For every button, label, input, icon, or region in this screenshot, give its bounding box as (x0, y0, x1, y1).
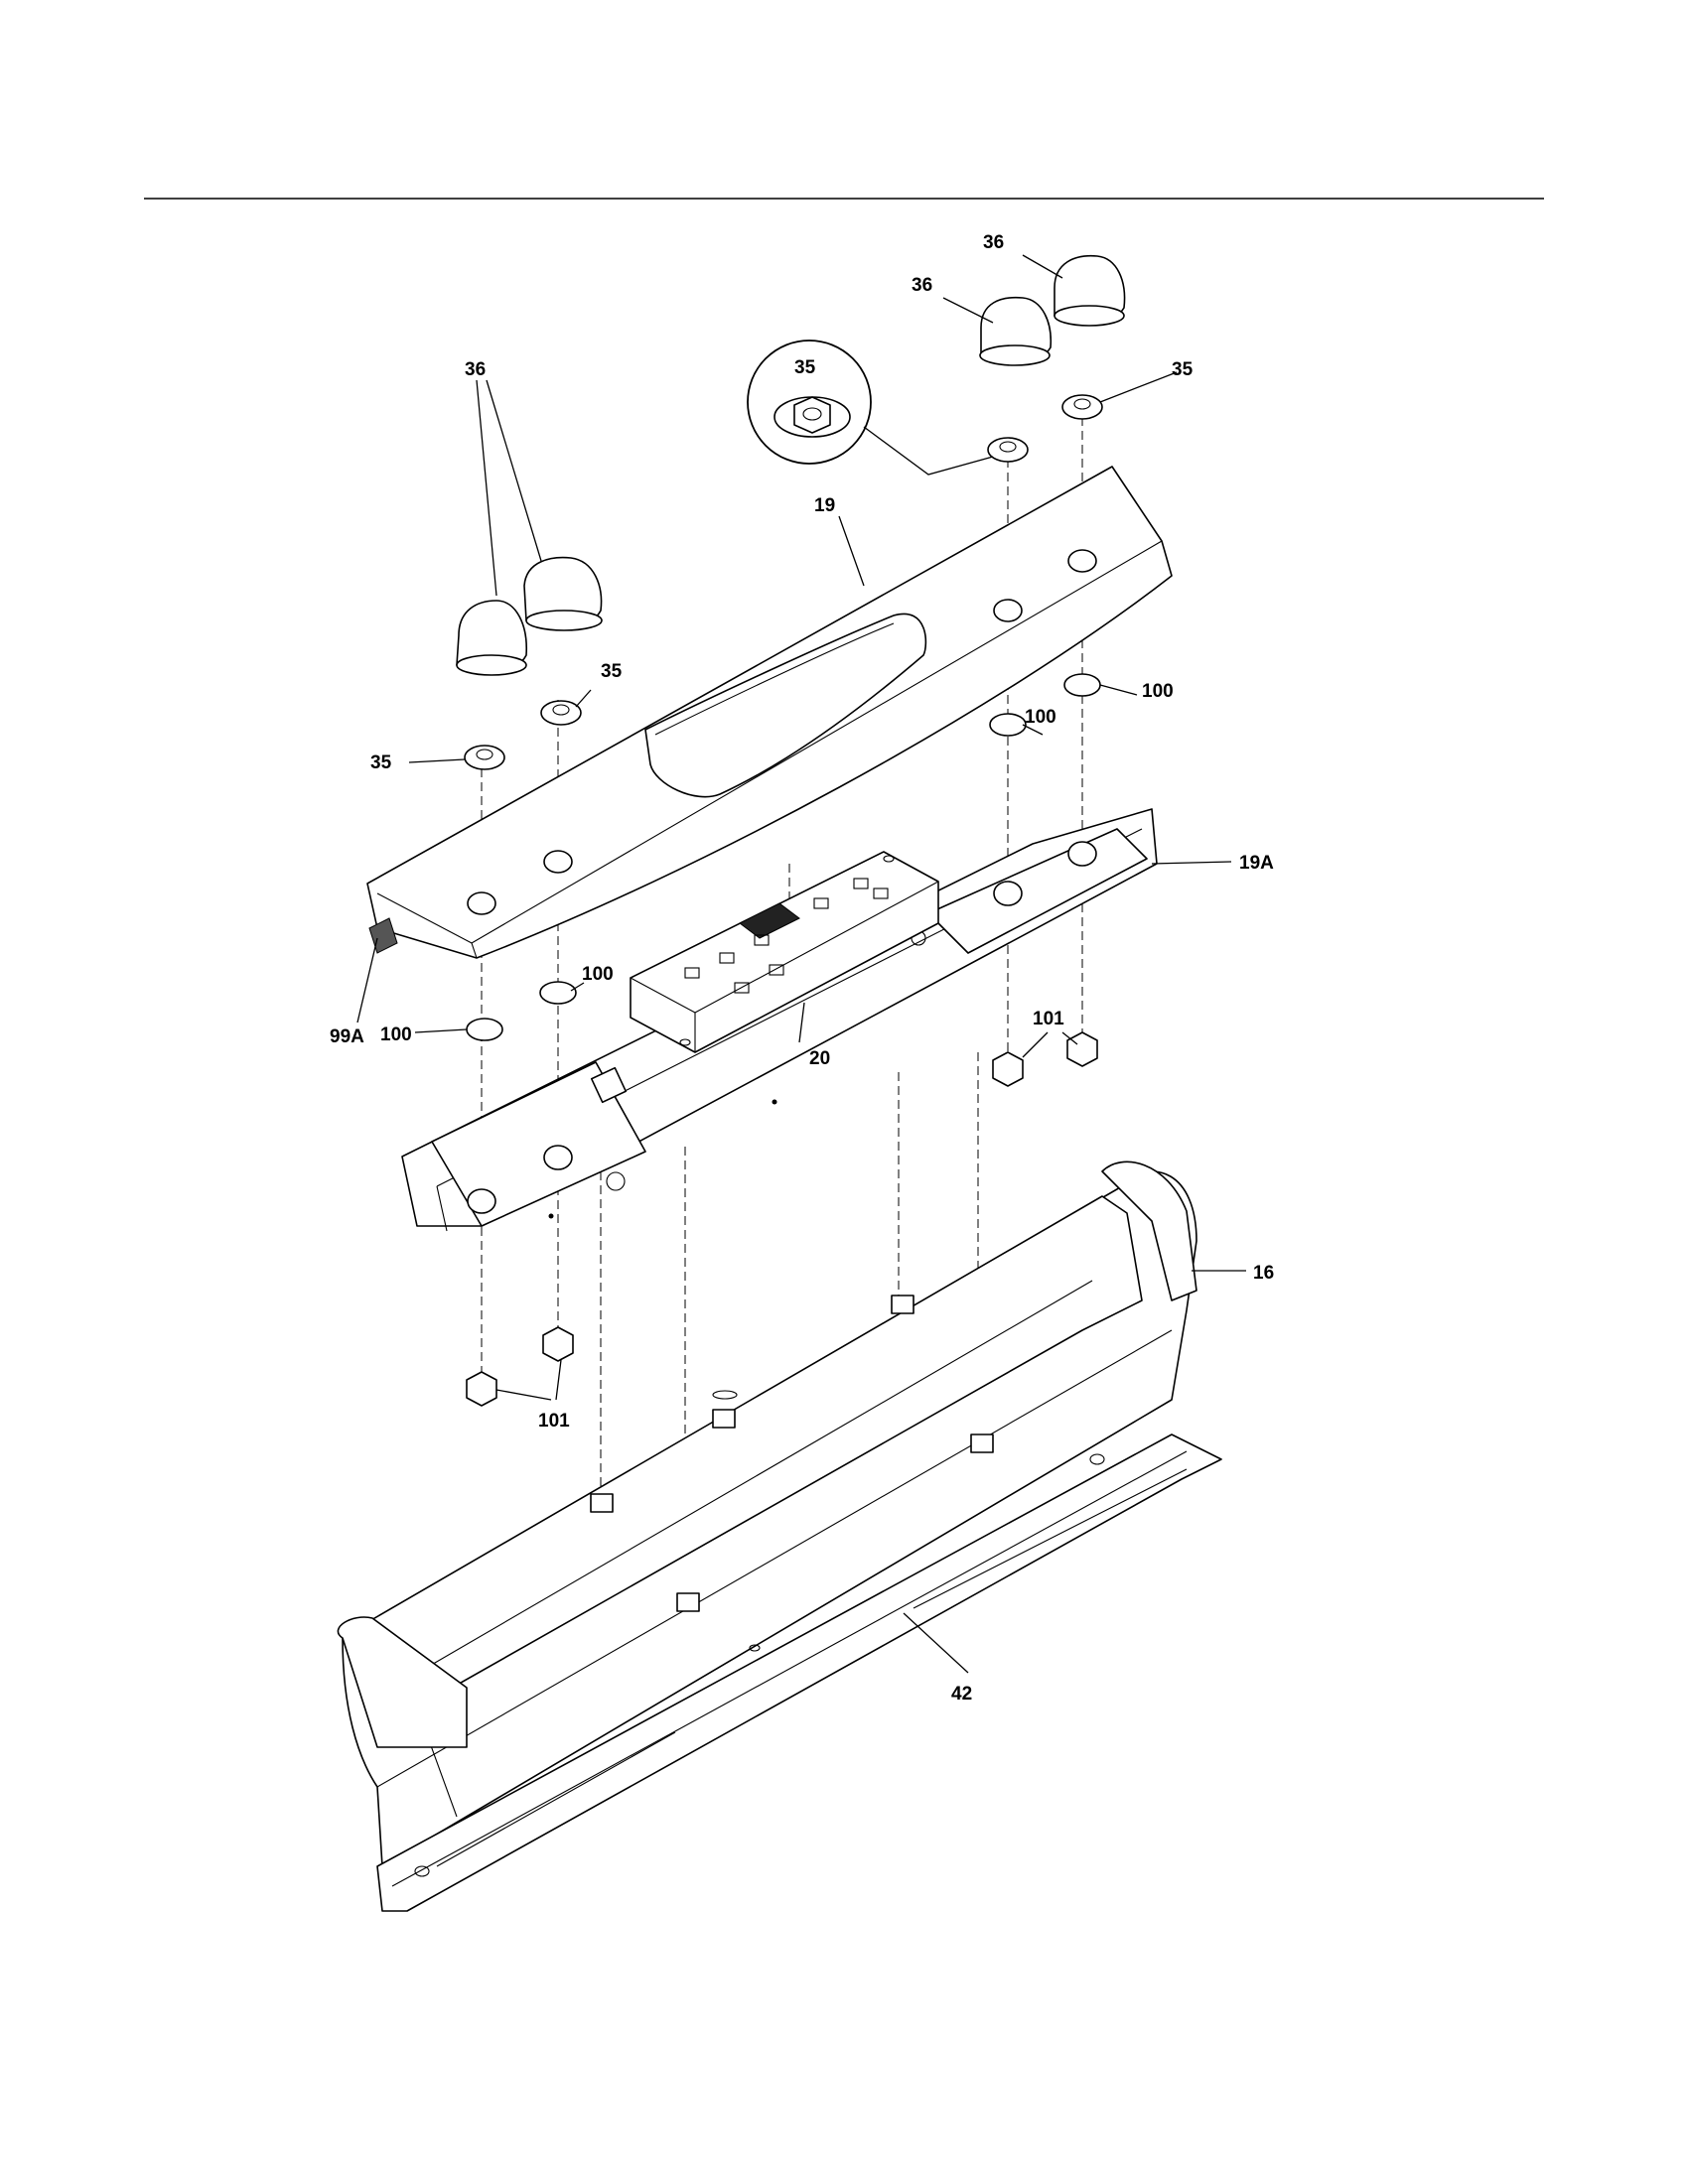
callout-35-left-lower: 35 (370, 752, 392, 773)
knob-left-2 (523, 556, 603, 631)
callout-100-left-lower: 100 (380, 1024, 412, 1045)
callout-36-left: 36 (465, 359, 486, 380)
callout-42: 42 (951, 1684, 972, 1705)
callout-101-left: 101 (538, 1411, 570, 1432)
part-35-nuts (464, 394, 1103, 770)
callouts: 36 36 36 35 35 35 35 19 19A 20 99A 100 1… (330, 232, 1274, 1705)
part-20-electronic-control (630, 851, 939, 1053)
callout-19A: 19A (1239, 853, 1274, 874)
detail-circle-35 (747, 340, 994, 476)
callout-100-right-upper: 100 (1142, 681, 1174, 702)
knob-right-2 (1054, 254, 1126, 327)
callout-35-left-upper: 35 (601, 661, 623, 682)
part-19-backguard (366, 466, 1173, 959)
part-16-console-trim (337, 1160, 1197, 1867)
callout-20: 20 (809, 1048, 830, 1069)
part-19A-panel-mount (401, 808, 1158, 1232)
callout-35-detail: 35 (794, 357, 816, 378)
knob-left-1 (456, 600, 527, 676)
callout-100-left-upper: 100 (582, 964, 614, 985)
callout-100-right-lower: 100 (1025, 707, 1056, 728)
callout-35-right: 35 (1172, 359, 1194, 380)
part-101-nuts (466, 1031, 1098, 1407)
part-42-trim-strip (376, 1433, 1222, 1912)
knob-right-1 (979, 296, 1053, 366)
part-36-knobs (456, 254, 1126, 676)
callout-19: 19 (814, 495, 835, 516)
callout-16: 16 (1253, 1263, 1274, 1284)
callout-99A: 99A (330, 1026, 364, 1047)
callout-36-mid: 36 (912, 275, 932, 296)
leader-lines (356, 254, 1246, 1674)
callout-101-right: 101 (1033, 1009, 1064, 1029)
callout-36-right: 36 (983, 232, 1004, 253)
